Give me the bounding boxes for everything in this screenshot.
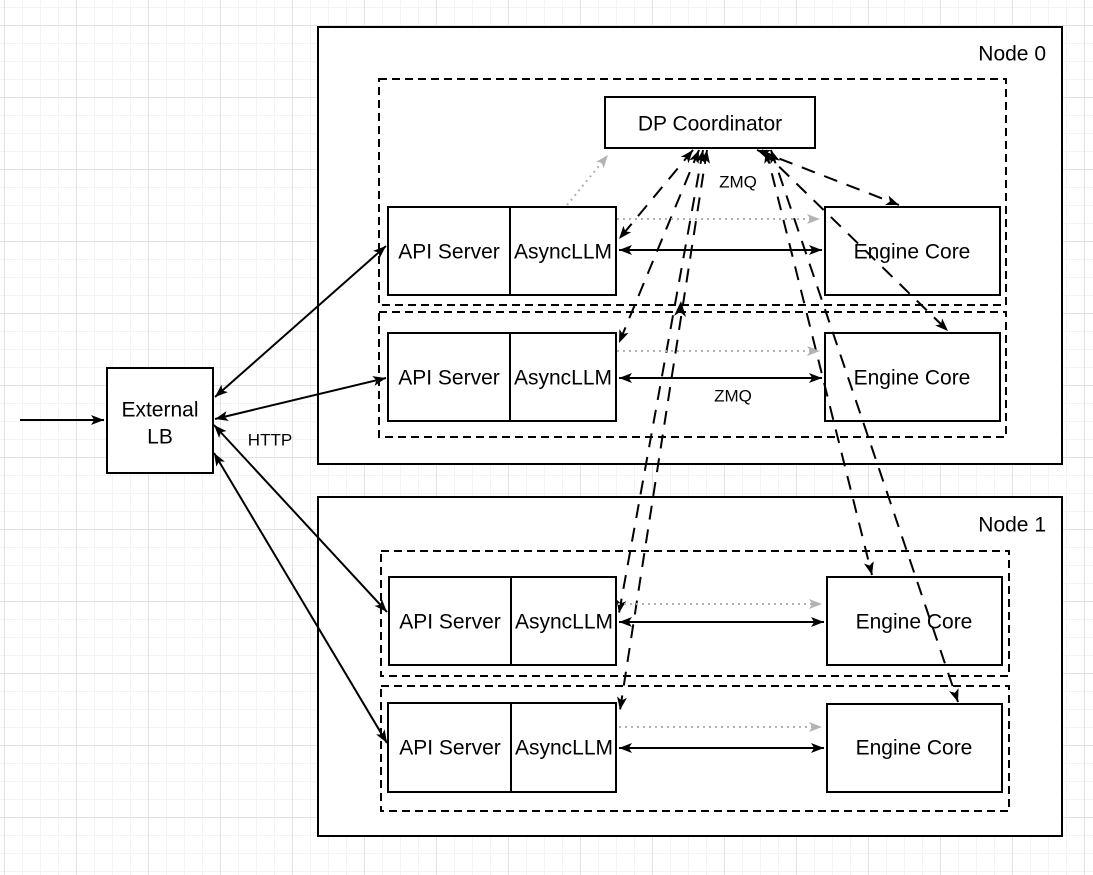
zmq-coordinator-label: ZMQ — [719, 173, 757, 192]
dp-coordinator-label: DP Coordinator — [638, 113, 782, 136]
engine-core-label: Engine Core — [856, 611, 973, 634]
external-lb-label-line2: LB — [147, 426, 173, 449]
asyncllm-label: AsyncLLM — [515, 611, 613, 634]
node1-replica1-engine-core-box — [826, 703, 1003, 793]
asyncllm-label: AsyncLLM — [514, 367, 612, 390]
http-label: HTTP — [248, 431, 292, 450]
engine-core-label: Engine Core — [856, 737, 973, 760]
external-lb-label-line1: External — [121, 399, 198, 422]
asyncllm-label: AsyncLLM — [515, 737, 613, 760]
coordinator-link-engine3 — [770, 149, 959, 703]
node0-label: Node 0 — [978, 43, 1046, 66]
node0-replica0-container — [378, 78, 1007, 306]
node1-replica1-api-asyncllm-box — [387, 702, 617, 793]
external-lb-box — [106, 367, 214, 474]
asyncllm-label: AsyncLLM — [514, 241, 612, 264]
api-server-label: API Server — [398, 367, 500, 390]
node0-replica1-api-asyncllm-box — [387, 332, 617, 422]
zmq-engine-label: ZMQ — [714, 387, 752, 406]
node0-replica0-api-asyncllm-box — [387, 206, 617, 296]
http-arrow-lb-node0-api1 — [214, 376, 387, 421]
node1-label: Node 1 — [978, 514, 1046, 537]
engine-core-label: Engine Core — [854, 241, 971, 264]
coordinator-link-mid-arrowhead — [674, 301, 686, 317]
api-server-label: API Server — [398, 241, 500, 264]
http-arrow-lb-node1-api1 — [213, 452, 388, 744]
http-arrow-lb-node0-api0 — [214, 245, 387, 398]
node1-replica0-api-asyncllm-box — [388, 576, 617, 666]
api-server-label: API Server — [399, 737, 501, 760]
api-server-label: API Server — [399, 611, 501, 634]
dp-coordinator-box — [604, 96, 816, 149]
engine-core-label: Engine Core — [854, 367, 971, 390]
